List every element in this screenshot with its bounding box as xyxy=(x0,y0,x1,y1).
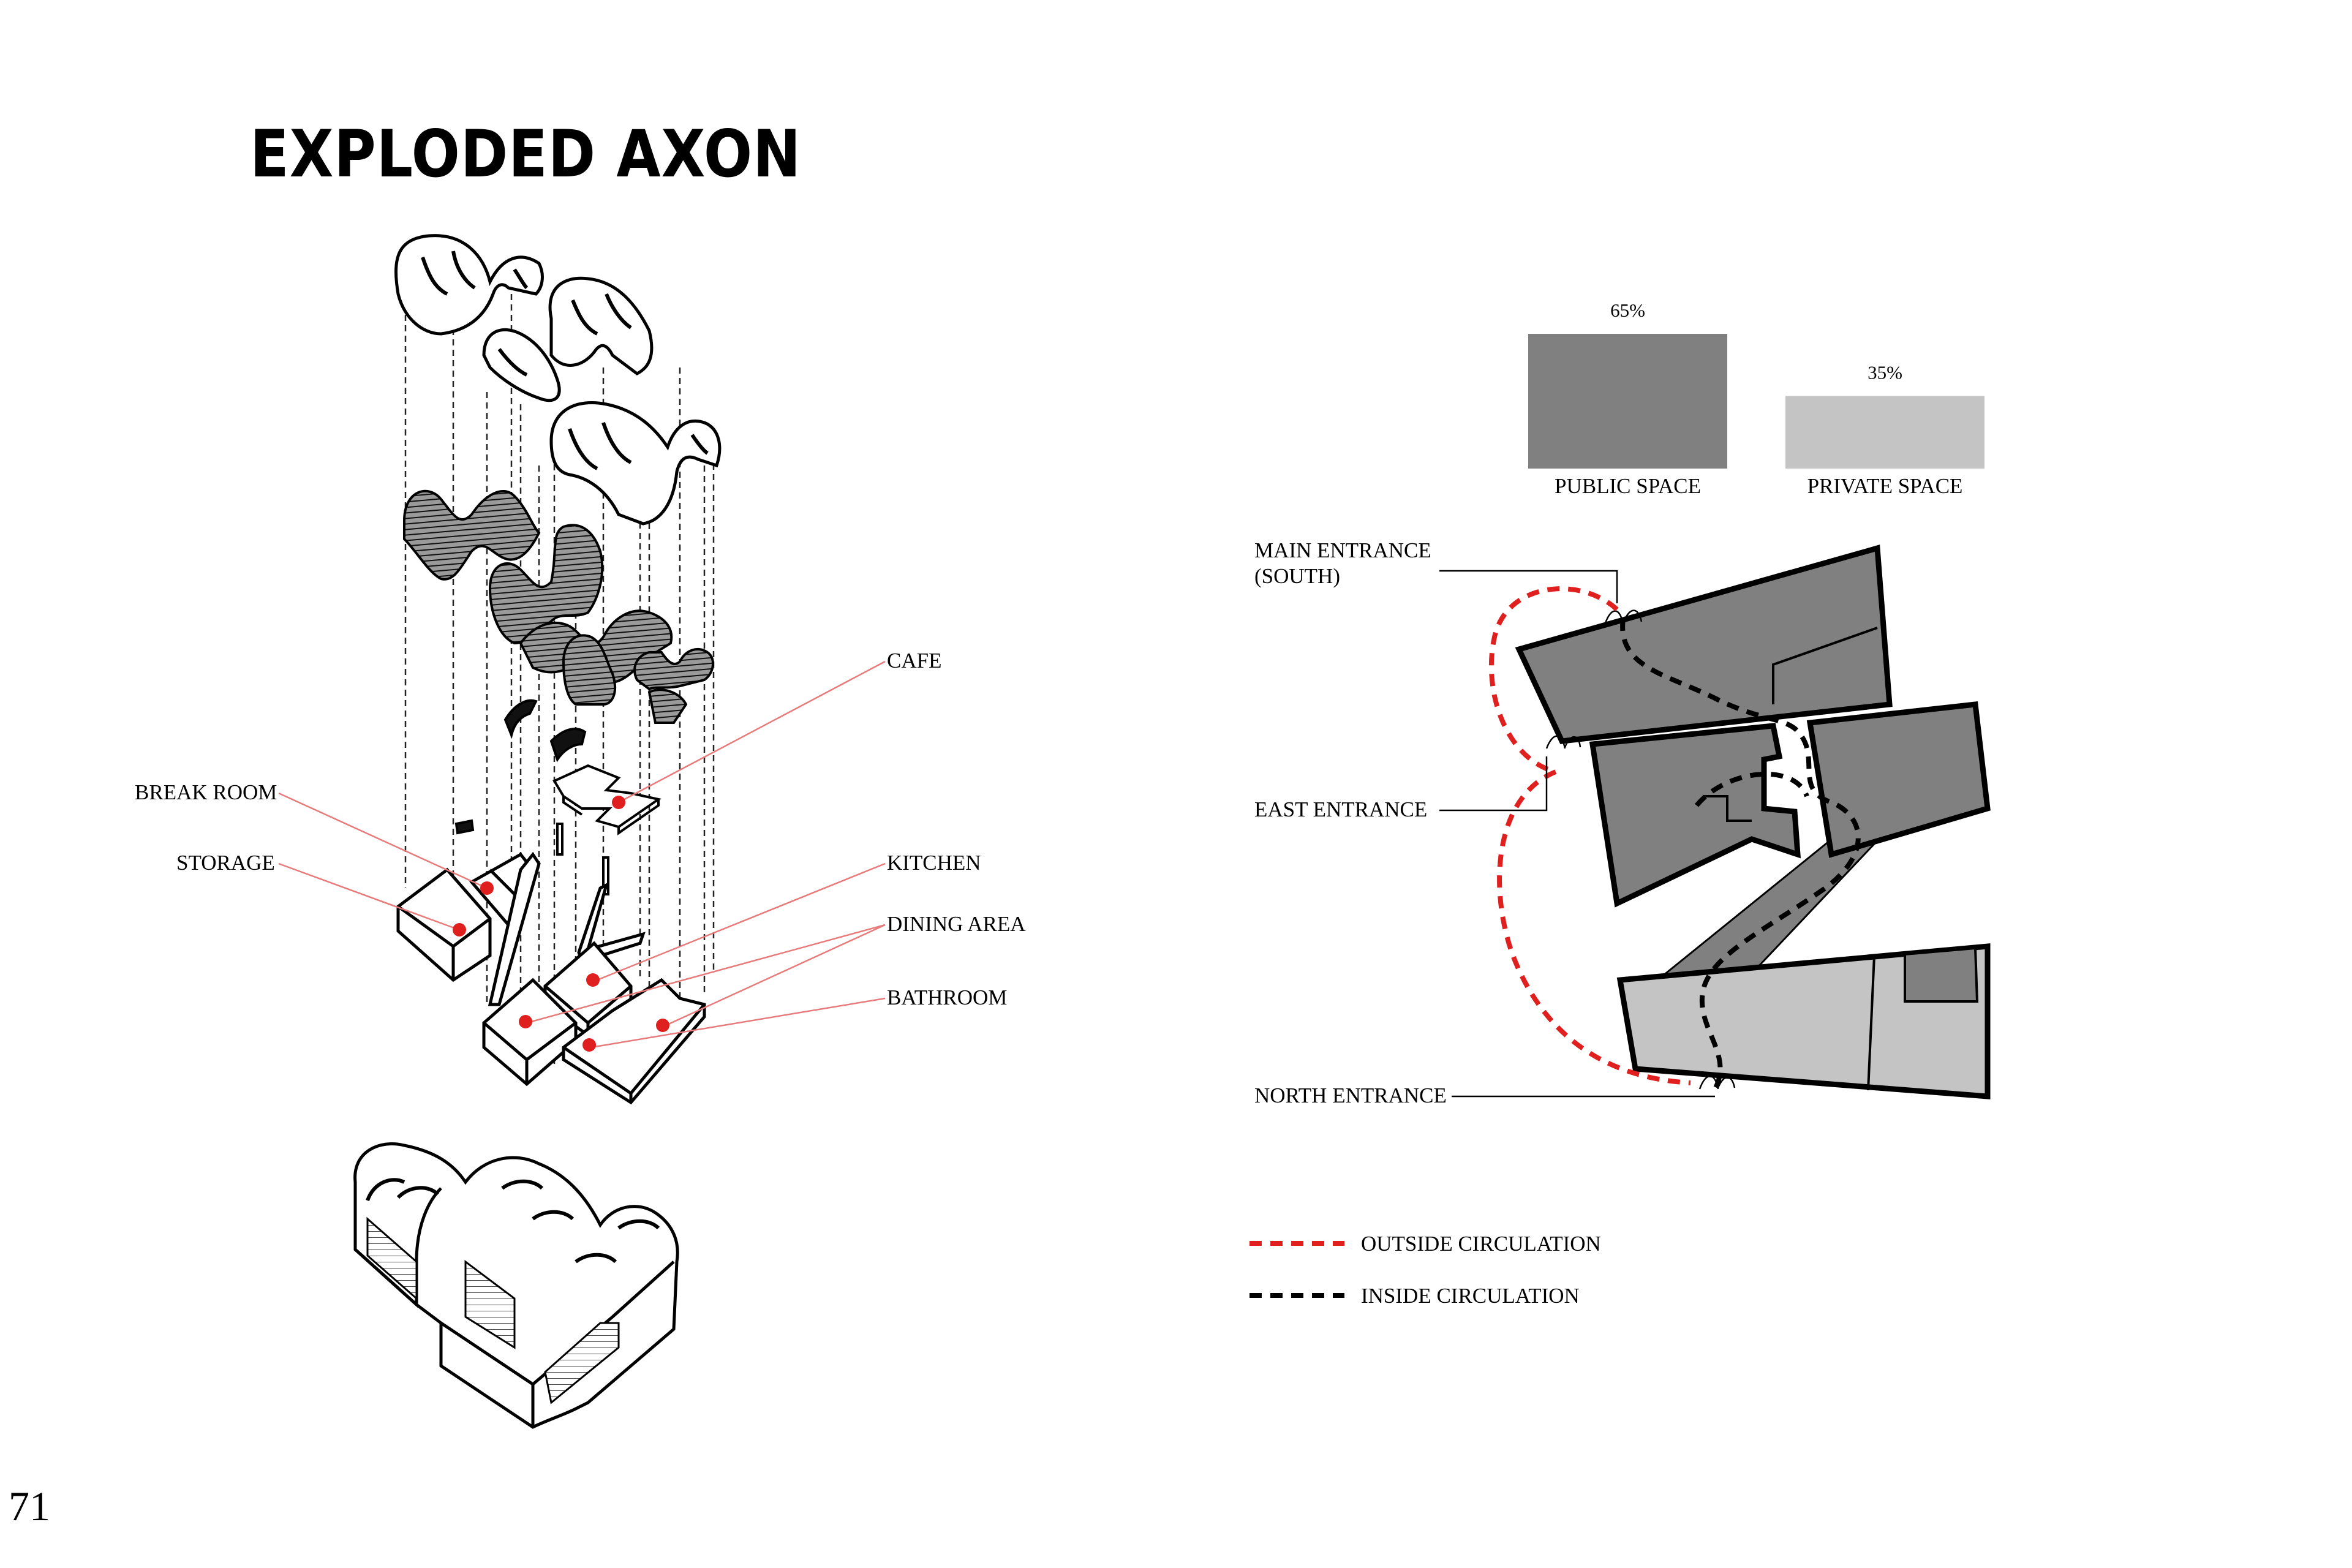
break-room-marker xyxy=(480,881,494,895)
kitchen-label: KITCHEN xyxy=(887,851,981,875)
inside-circulation-branch xyxy=(1694,771,1809,807)
bathroom-label: BATHROOM xyxy=(887,986,1007,1009)
exploded-axon-drawing xyxy=(278,234,886,1429)
cafe-marker xyxy=(612,796,625,809)
plan-middle-block xyxy=(1589,723,1801,908)
break-room-label: BREAK ROOM xyxy=(135,780,277,804)
bar-value-label: 35% xyxy=(1868,362,1902,383)
roof-vaults xyxy=(394,234,722,526)
kitchen-wall xyxy=(577,882,646,964)
dining-marker-2 xyxy=(656,1019,669,1032)
floor-volumes xyxy=(396,851,706,1105)
bar-category-label: PUBLIC SPACE xyxy=(1555,474,1701,498)
kitchen-marker xyxy=(586,973,600,987)
outside-circulation-path xyxy=(1488,586,1691,1085)
roof-vault-4 xyxy=(549,401,722,526)
wall-slabs xyxy=(403,489,714,724)
partition-wall-1 xyxy=(488,851,541,1006)
plan-east-block xyxy=(1806,701,1991,858)
legend-outside-label: OUTSIDE CIRCULATION xyxy=(1361,1232,1601,1256)
dining-marker-1 xyxy=(519,1015,532,1028)
cafe-floor-piece xyxy=(552,764,662,835)
plan-interior-walls xyxy=(1703,627,1878,1091)
legend-inside-label: INSIDE CIRCULATION xyxy=(1361,1284,1580,1308)
space-ratio-chart: 65% PUBLIC SPACE 35% PRIVATE SPACE xyxy=(1528,300,1985,498)
bathroom-marker xyxy=(582,1038,596,1052)
plan-service-room xyxy=(1904,946,1979,1003)
axon-labels: CAFE BREAK ROOM STORAGE KITCHEN DINING A… xyxy=(135,649,1026,1009)
room-markers xyxy=(453,796,669,1052)
north-entrance-label: NORTH ENTRANCE xyxy=(1254,1084,1447,1107)
page-title: EXPLODED AXON xyxy=(250,116,802,192)
plan-south-block xyxy=(1515,545,1893,744)
inside-circulation-path xyxy=(1620,618,1861,1090)
bar-value-label: 65% xyxy=(1610,300,1645,321)
roof-vault-3 xyxy=(482,328,561,402)
main-entrance-label: MAIN ENTRANCE xyxy=(1254,538,1431,562)
axon-leader-lines xyxy=(278,660,886,1049)
wall-fragments xyxy=(454,699,587,835)
main-entrance-sublabel: (SOUTH) xyxy=(1254,564,1340,588)
east-entrance-label: EAST ENTRANCE xyxy=(1254,797,1427,821)
bar-public-space xyxy=(1528,334,1727,469)
dining-area-label: DINING AREA xyxy=(887,912,1026,936)
roof-vault-2 xyxy=(548,276,654,375)
page-number: 71 xyxy=(9,1483,50,1529)
circulation-plan: MAIN ENTRANCE (SOUTH) EAST ENTRANCE NORT… xyxy=(1254,538,1991,1107)
cafe-label: CAFE xyxy=(887,649,941,673)
circulation-legend: OUTSIDE CIRCULATION INSIDE CIRCULATION xyxy=(1250,1232,1601,1308)
bar-private-space xyxy=(1785,396,1985,469)
storage-marker xyxy=(453,923,466,937)
storage-label: STORAGE xyxy=(176,851,275,875)
thin-columns xyxy=(556,823,609,895)
bathroom-volume xyxy=(562,978,706,1105)
bar-category-label: PRIVATE SPACE xyxy=(1807,474,1963,498)
roof-vault-1 xyxy=(394,234,544,336)
plan-north-block xyxy=(1616,943,1991,1099)
entrance-leader-lines xyxy=(1439,570,1715,1098)
assembled-building xyxy=(353,1142,679,1429)
